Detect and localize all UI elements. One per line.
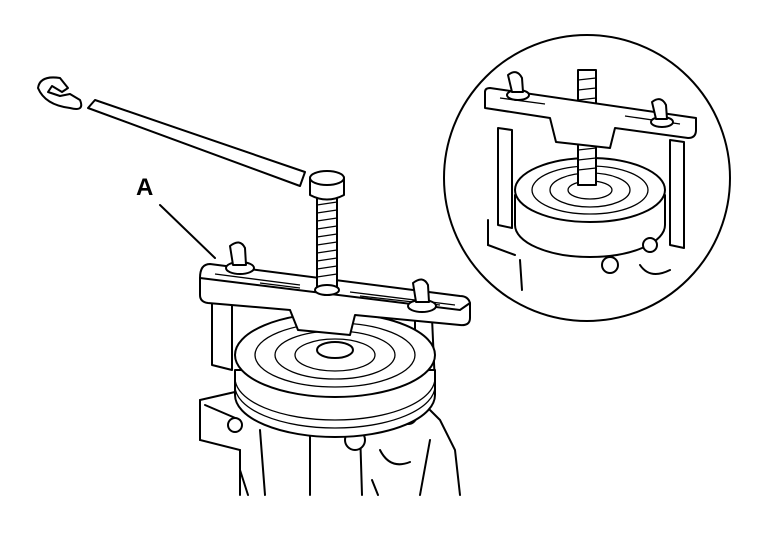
puller-crossbar <box>199 263 471 336</box>
pulley <box>234 312 436 438</box>
inset-detail <box>443 34 731 322</box>
center-bolt <box>309 170 345 296</box>
callout-label-a: A <box>136 174 154 201</box>
wrench <box>37 76 306 187</box>
callout-a-leader <box>159 204 216 259</box>
wing-nuts <box>225 241 437 313</box>
